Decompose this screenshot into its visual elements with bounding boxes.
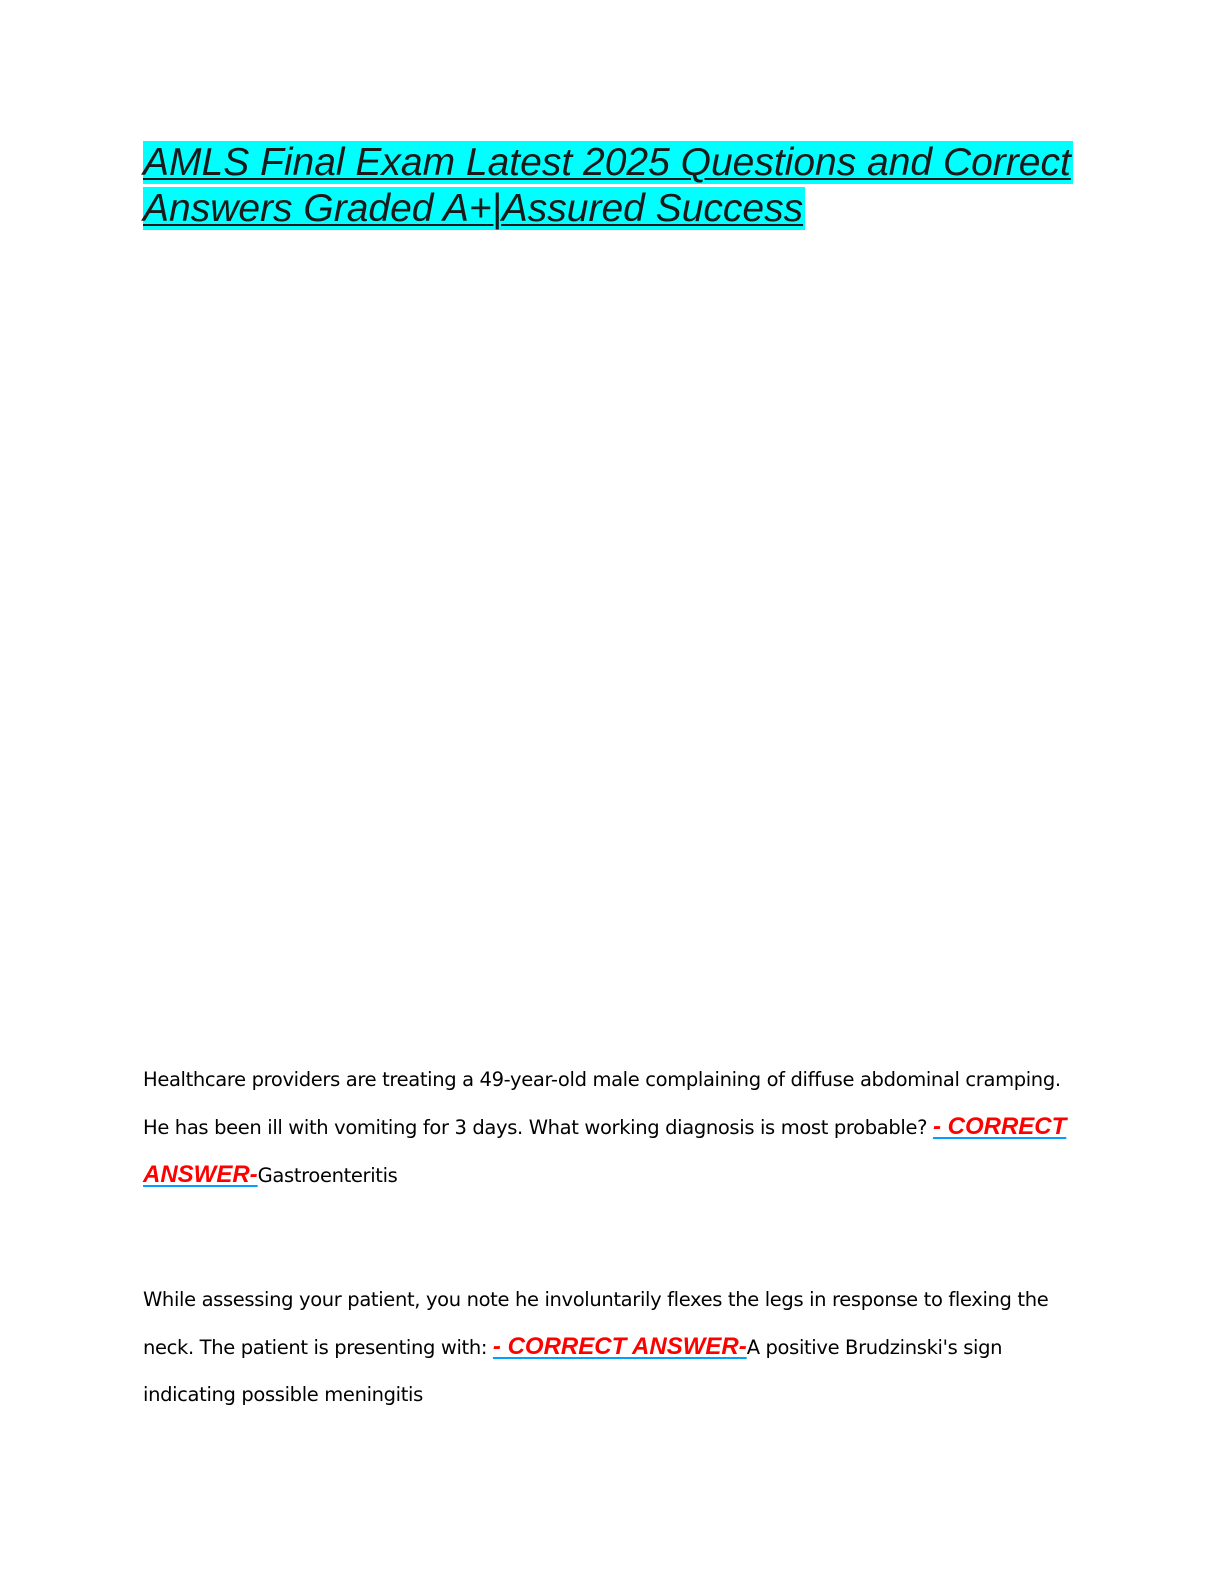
document-title-text: AMLS Final Exam Latest 2025 Questions an… [143,141,1073,230]
document-title: AMLS Final Exam Latest 2025 Questions an… [143,140,1103,232]
question-2-text: While assessing your patient, you note h… [143,1288,1049,1359]
correct-answer-marker-2: - CORRECT ANSWER- [492,1333,747,1360]
answer-1-text: Gastroenteritis [257,1164,398,1187]
question-block-2: While assessing your patient, you note h… [143,1276,1078,1418]
answer-2-text: A positive Brudzinski's sign indicating … [143,1336,1003,1406]
correct-answer-marker-1: - CORRECT ANSWER- [143,1113,1067,1188]
question-1-text: Healthcare providers are treating a 49-y… [143,1068,1061,1139]
question-block-1: Healthcare providers are treating a 49-y… [143,1056,1078,1199]
